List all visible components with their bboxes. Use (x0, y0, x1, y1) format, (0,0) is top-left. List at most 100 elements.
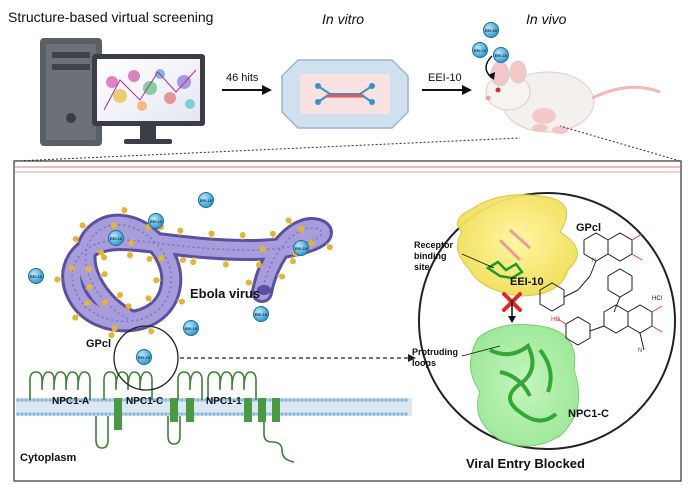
monitor-icon (92, 54, 205, 144)
lipid-head (268, 412, 272, 416)
lipid-head (164, 398, 168, 402)
lipid-head (232, 412, 236, 416)
lipid-head (48, 412, 52, 416)
lipid-head (292, 398, 296, 402)
lipid-head (132, 412, 136, 416)
lipid-head (220, 398, 224, 402)
lipid-head (320, 398, 324, 402)
receptor-binding-site-label: Receptor binding site (414, 240, 454, 272)
lipid-head (212, 412, 216, 416)
lipid-head (240, 412, 244, 416)
lipid-head (156, 412, 160, 416)
lipid-head (72, 412, 76, 416)
glycoprotein-head (190, 259, 197, 266)
glycoprotein-head (117, 291, 124, 298)
glycoprotein-head (98, 249, 105, 256)
glycoprotein-head (101, 271, 108, 278)
lipid-head (380, 398, 384, 402)
lipid-head (160, 398, 164, 402)
glycoprotein-head (255, 261, 262, 268)
ebola-virus-icon (54, 207, 333, 339)
glycoprotein-head (72, 235, 79, 242)
lipid-head (104, 412, 108, 416)
glycoprotein-head (146, 256, 153, 263)
lipid-head (220, 412, 224, 416)
lipid-head (392, 398, 396, 402)
lipid-head (292, 412, 296, 416)
lipid-head (336, 412, 340, 416)
lipid-head (224, 398, 228, 402)
glycoprotein-head (298, 225, 305, 232)
lipid-head (36, 412, 40, 416)
glycoprotein-head (285, 217, 292, 224)
lipid-head (32, 412, 36, 416)
lipid-head (212, 398, 216, 402)
lipid-head (92, 398, 96, 402)
lipid-head (404, 398, 408, 402)
lipid-head (196, 398, 200, 402)
lipid-head (216, 412, 220, 416)
lipid-head (296, 398, 300, 402)
eei10-molecule-icon: EEI-10 (293, 240, 309, 256)
lipid-head (20, 412, 24, 416)
eei10-chemical-structure (539, 232, 663, 351)
lipid-head (44, 412, 48, 416)
lipid-head (76, 398, 80, 402)
lipid-head (340, 398, 344, 402)
glycoprotein-head (86, 284, 93, 291)
lipid-head (16, 398, 20, 402)
lipid-head (400, 412, 404, 416)
eei10-molecule-icon: EEI-10 (493, 47, 509, 63)
glycoprotein-head (157, 255, 164, 262)
lipid-head (284, 412, 288, 416)
lipid-head (388, 412, 392, 416)
label-in-vivo: In vivo (526, 11, 567, 27)
lipid-head (128, 398, 132, 402)
mouse-icon (485, 55, 661, 134)
lipid-head (68, 398, 72, 402)
lipid-head (64, 398, 68, 402)
glycoprotein-head (54, 276, 61, 283)
glycoprotein-head (110, 222, 117, 229)
glycoprotein-head (178, 298, 185, 305)
lipid-head (228, 398, 232, 402)
lipid-head (124, 398, 128, 402)
lipid-head (296, 412, 300, 416)
glycoprotein-head (180, 256, 187, 263)
lipid-head (80, 398, 84, 402)
lipid-head (24, 412, 28, 416)
viral-entry-blocked-label: Viral Entry Blocked (466, 456, 585, 471)
lipid-head (208, 398, 212, 402)
lipid-head (180, 412, 184, 416)
lipid-head (232, 398, 236, 402)
lipid-head (140, 412, 144, 416)
zoom-eei10-label: EEI-10 (510, 276, 544, 288)
lipid-head (28, 412, 32, 416)
lipid-head (332, 412, 336, 416)
lipid-head (228, 412, 232, 416)
lipid-head (60, 398, 64, 402)
lipid-head (224, 412, 228, 416)
lipid-head (368, 398, 372, 402)
chem-n-label-2: N (638, 348, 643, 354)
lipid-head (204, 398, 208, 402)
glycoprotein-head (79, 222, 86, 229)
lipid-head (40, 398, 44, 402)
lipid-head (384, 412, 388, 416)
lipid-head (88, 412, 92, 416)
lipid-head (160, 412, 164, 416)
lipid-head (280, 412, 284, 416)
lipid-head (108, 398, 112, 402)
lipid-head (364, 398, 368, 402)
glycoprotein-head (128, 240, 135, 247)
lipid-head (336, 398, 340, 402)
protruding-loops-label: Protruding loops (412, 347, 458, 368)
dashed-arrow (180, 354, 416, 362)
lipid-head (124, 412, 128, 416)
lipid-head (84, 412, 88, 416)
lipid-head (312, 412, 316, 416)
lipid-head (356, 412, 360, 416)
lipid-head (300, 398, 304, 402)
lipid-head (16, 412, 20, 416)
eei10-molecule-icon: EEI-10 (136, 349, 152, 365)
